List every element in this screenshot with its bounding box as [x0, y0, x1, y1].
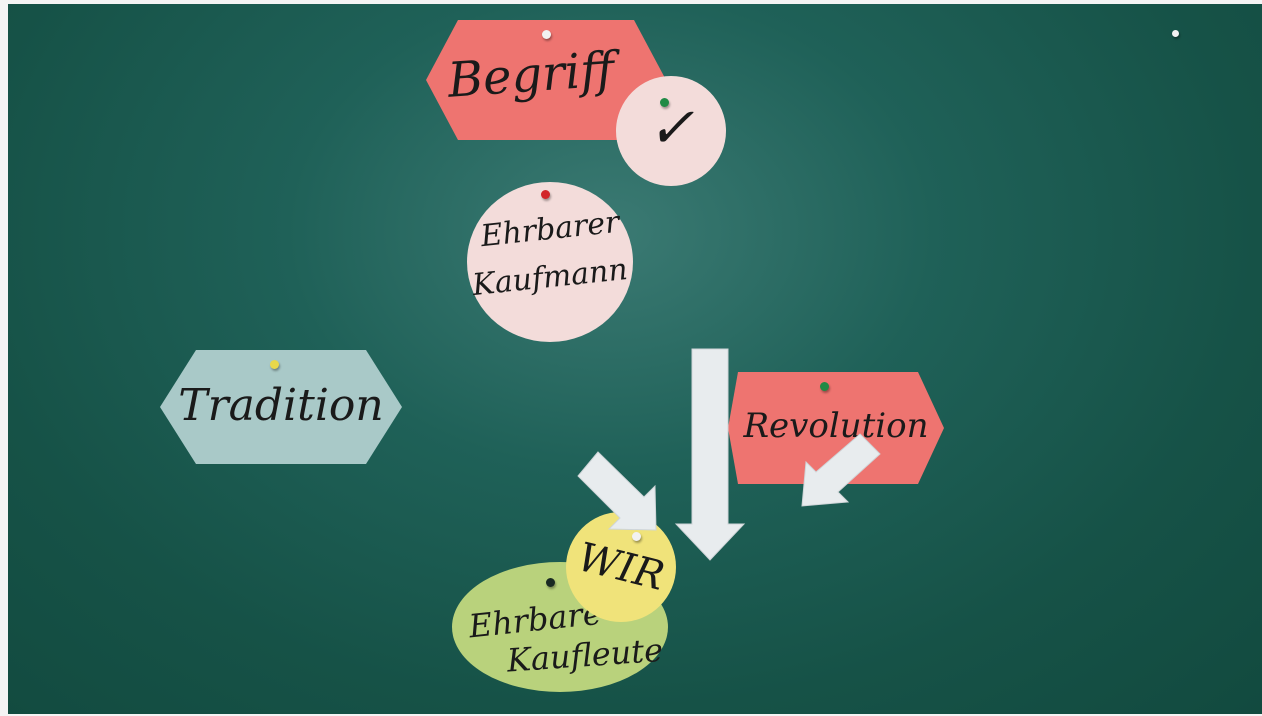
check-card: ✓ [616, 76, 726, 186]
wir-shape [566, 512, 676, 622]
check-shape [616, 76, 726, 186]
check-label: ✓ [647, 96, 695, 161]
pin-stray [1172, 30, 1179, 37]
pin-wir [632, 532, 641, 541]
tradition-card: Tradition [160, 350, 402, 464]
arrow-down-left-icon [801, 433, 881, 507]
pin-begriff [542, 30, 551, 39]
ehrbarer-kaufmann-shape [467, 182, 633, 342]
pin-ehrbare-kaufleute [546, 578, 555, 587]
tradition-label: Tradition [178, 380, 384, 431]
ehrbarer-kaufmann-card: Ehrbarer Kaufmann [467, 182, 633, 342]
begriff-shape [426, 20, 666, 140]
revolution-shape [728, 372, 944, 484]
pin-tradition [270, 360, 279, 369]
tradition-shape [160, 350, 402, 464]
green-pinboard: Begriff ✓ Ehrbarer Kaufmann Tradition Re… [8, 4, 1262, 714]
revolution-card: Revolution [728, 372, 944, 484]
pin-check [660, 98, 669, 107]
arrows-layer [577, 348, 881, 561]
arrow-down-icon [674, 348, 746, 561]
revolution-label: Revolution [743, 406, 929, 446]
arrow-down-right-icon [577, 451, 657, 531]
wir-card: WIR [566, 512, 676, 622]
pin-revolution [820, 382, 829, 391]
pin-ehrbarer-kaufmann [541, 190, 550, 199]
begriff-card: Begriff [426, 20, 666, 140]
